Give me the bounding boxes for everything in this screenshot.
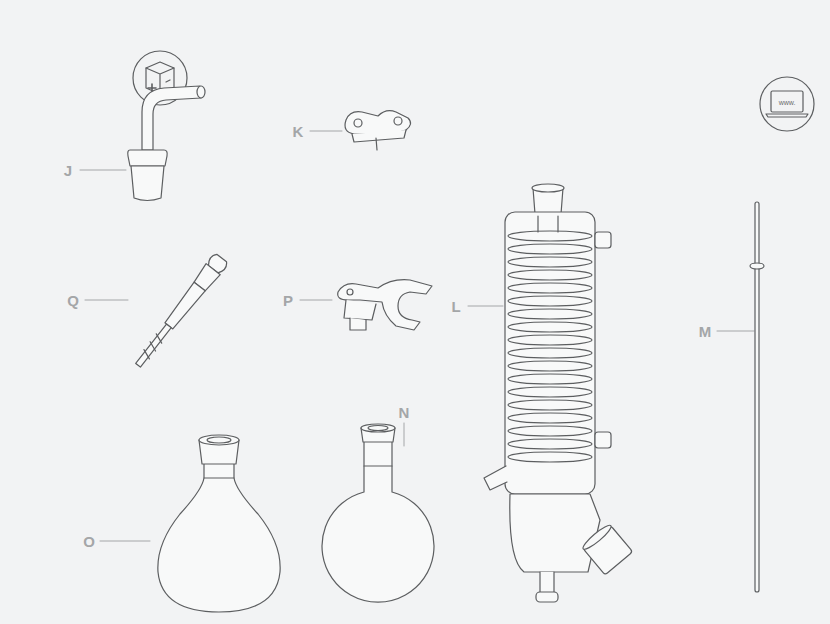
part-letter: M (699, 324, 712, 339)
part-letter: J (64, 163, 72, 178)
part-letter: O (83, 534, 95, 549)
coil-condenser (484, 184, 633, 602)
stopcock (131, 253, 229, 371)
pear-flask (158, 435, 280, 612)
joint-clip (345, 111, 411, 150)
part-letter: N (399, 405, 410, 420)
part-letter: Q (67, 293, 79, 308)
part-letter: L (451, 299, 460, 314)
round-flask (322, 424, 434, 602)
part-letter: P (283, 293, 293, 308)
leader-lines (80, 131, 754, 541)
support-rod (750, 202, 764, 592)
part-letter: K (293, 124, 304, 139)
icon-text: www. (779, 99, 796, 106)
bent-adapter (128, 86, 205, 201)
flask-clamp (338, 280, 432, 330)
web-icon (760, 77, 814, 131)
